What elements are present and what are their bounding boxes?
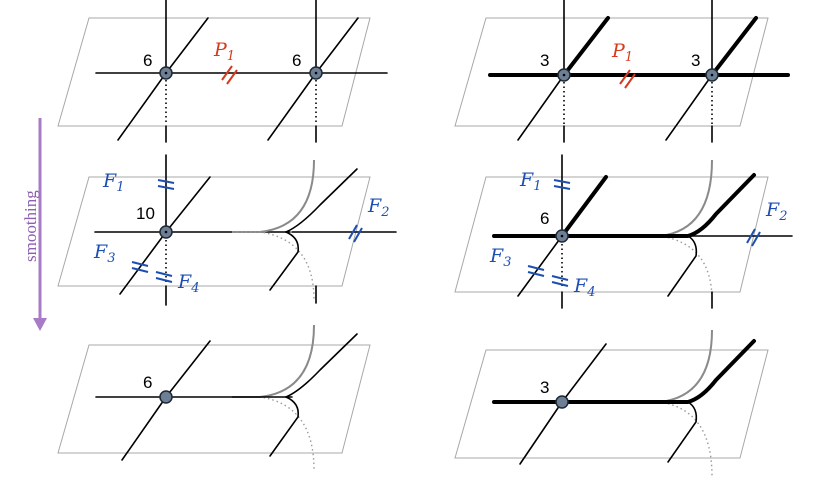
- equal-mark: [553, 179, 571, 190]
- label-f2: F2: [765, 199, 787, 224]
- label-f3: F3: [489, 245, 511, 270]
- smoothing-arrow: [33, 118, 47, 331]
- label-f4: F4: [573, 275, 595, 300]
- panel-right-bottom: 3: [454, 329, 769, 477]
- plane: [454, 176, 769, 293]
- multiplicity-label: 6: [540, 209, 549, 228]
- parallel-mark: [221, 65, 238, 85]
- multiplicity-label: 3: [540, 51, 549, 70]
- label-p1: P1: [611, 40, 633, 65]
- equal-mark: [527, 265, 569, 287]
- multiplicity-label: 3: [691, 51, 700, 70]
- parallel-mark: [348, 224, 363, 243]
- label-f1: F1: [102, 170, 124, 195]
- equal-mark: [157, 179, 175, 190]
- label-f2: F2: [367, 195, 389, 220]
- label-p1: P1: [213, 39, 235, 64]
- panel-left-top: 6 6 P1: [57, 0, 388, 143]
- plane: [57, 176, 371, 287]
- label-f3: F3: [93, 241, 115, 266]
- smoothing-label: smoothing: [21, 190, 40, 262]
- parallel-mark: [746, 228, 761, 247]
- multiplicity-label: 6: [143, 51, 152, 70]
- label-f1: F1: [519, 169, 541, 194]
- plane: [454, 349, 769, 459]
- label-f4: F4: [177, 271, 199, 296]
- panel-left-middle: 10 F1 F2 F3 F4: [57, 154, 397, 306]
- vertex: [555, 395, 569, 409]
- plane: [57, 344, 371, 454]
- multiplicity-label: 10: [136, 204, 155, 223]
- vertex: [159, 390, 173, 404]
- plane: [57, 17, 371, 127]
- panel-left-bottom: 6: [57, 324, 371, 471]
- panel-right-top: 3 3 P1: [454, 0, 790, 143]
- multiplicity-label: 6: [143, 373, 152, 392]
- equal-mark: [131, 261, 173, 283]
- multiplicity-label: 3: [540, 378, 549, 397]
- panel-right-middle: 6 F1 F2 F3 F4: [454, 154, 793, 309]
- plane: [454, 17, 769, 127]
- parallel-mark: [619, 69, 636, 89]
- multiplicity-label: 6: [292, 51, 301, 70]
